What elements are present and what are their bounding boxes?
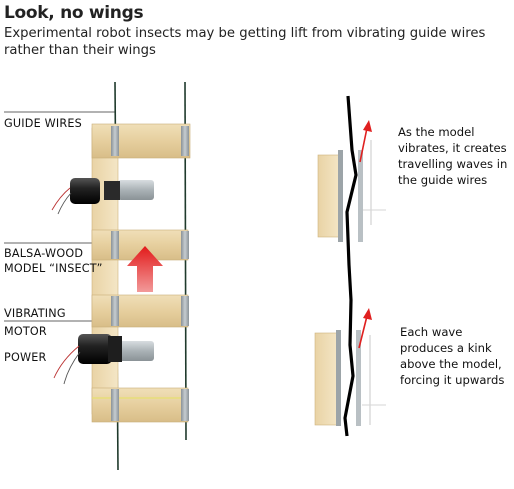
power-wire-dark: [63, 351, 81, 385]
vibrating-motor: [53, 334, 154, 385]
label-motor-line2: MOTOR: [4, 325, 47, 338]
kink-arrow-top: [359, 120, 372, 163]
model-side-bottom: [314, 332, 339, 426]
label-model-line2: MODEL “INSECT”: [4, 262, 103, 275]
page-title: Look, no wings: [4, 3, 144, 23]
page-subtitle: Experimental robot insects may be gettin…: [4, 26, 486, 58]
wire-clips: [111, 126, 189, 421]
lift-arrow: [127, 246, 163, 292]
label-model-line1: BALSA-WOOD: [4, 247, 84, 260]
balsa-bar-1: [91, 123, 191, 159]
wave-wire: [343, 95, 358, 437]
balsa-bar-4: [91, 387, 189, 423]
power-wire-red: [53, 345, 80, 379]
note-kink: Each wave produces a kink above the mode…: [400, 325, 505, 387]
balsa-bar-3: [91, 294, 189, 328]
label-motor-line1: VIBRATING: [4, 307, 66, 320]
upper-motor: [51, 178, 154, 215]
note-travelling-waves: As the model vibrates, it creates travel…: [398, 125, 508, 187]
model-side-top: [317, 154, 341, 238]
label-guide-wires: GUIDE WIRES: [4, 117, 82, 130]
kink-arrow-bottom: [358, 308, 372, 349]
label-power: POWER: [4, 351, 47, 364]
